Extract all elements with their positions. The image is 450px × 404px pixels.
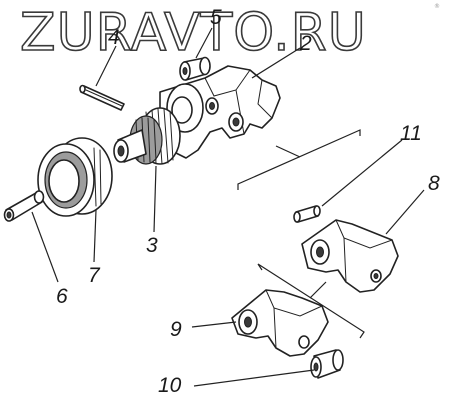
callout-6: 6	[56, 285, 68, 308]
part-4-pin	[79, 84, 125, 111]
bracket-top-pointer	[275, 145, 301, 158]
part-10-roller	[310, 349, 344, 379]
bracket-top	[237, 129, 361, 190]
part-8-lever	[301, 219, 399, 293]
part-5-roller	[179, 56, 211, 81]
part-6-tube	[3, 190, 45, 222]
callout-8: 8	[428, 172, 440, 195]
callout-7: 7	[88, 264, 101, 287]
leader-6	[31, 211, 59, 283]
leader-3	[153, 165, 157, 233]
leader-4	[95, 45, 117, 87]
callout-3: 3	[146, 234, 158, 257]
part-7-bearing	[37, 137, 113, 217]
bracket-bottom-pointer	[309, 281, 327, 299]
leader-11	[321, 139, 403, 207]
part-11-pin	[293, 205, 321, 223]
corner-mark: ®	[434, 3, 440, 10]
part-2-gear-assembly	[113, 65, 281, 165]
callout-2: 2	[299, 32, 312, 55]
leader-7	[93, 209, 97, 263]
leader-2	[251, 47, 301, 79]
part-9-lever	[231, 289, 329, 357]
callout-9: 9	[170, 318, 182, 341]
watermark-text: ZURAVTO.RU	[20, 3, 367, 63]
callout-5: 5	[210, 6, 222, 29]
leader-8	[385, 189, 425, 235]
bracket-bottom	[257, 263, 365, 339]
callout-11: 11	[400, 122, 422, 145]
leader-9	[191, 321, 237, 328]
callout-4: 4	[108, 26, 120, 49]
callout-10: 10	[158, 374, 182, 397]
leader-10	[193, 369, 315, 387]
leader-5	[195, 27, 213, 59]
